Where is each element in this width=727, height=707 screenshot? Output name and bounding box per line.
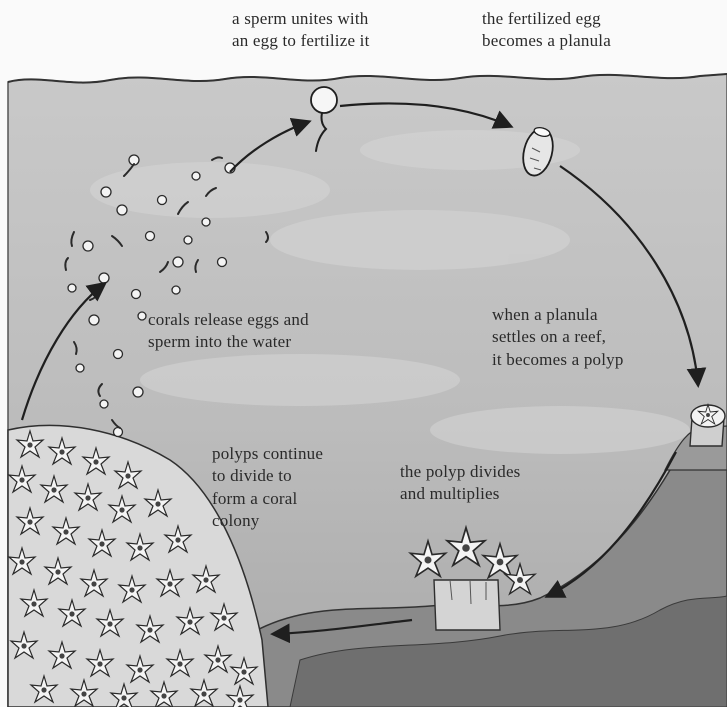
label-fertilize: a sperm unites with an egg to fertilize …	[232, 8, 370, 53]
label-settles: when a planula settles on a reef, it bec…	[492, 304, 624, 371]
settled-polyp	[690, 405, 725, 447]
label-release: corals release eggs and sperm into the w…	[148, 309, 309, 354]
label-polyp-divides: the polyp divides and multiplies	[400, 461, 521, 506]
label-colony: polyps continue to divide to form a cora…	[212, 443, 323, 533]
label-planula: the fertilized egg becomes a planula	[482, 8, 611, 53]
